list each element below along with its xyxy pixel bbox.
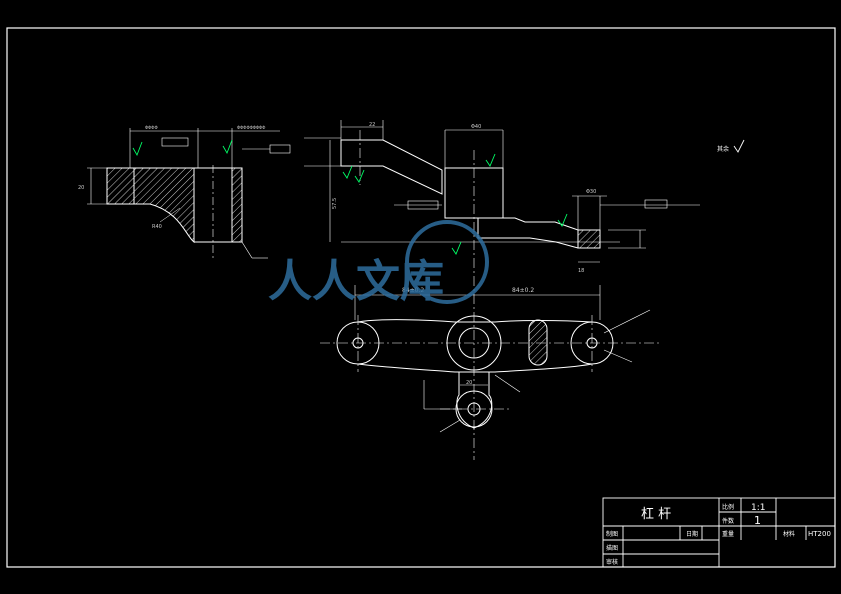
front-view — [304, 120, 700, 460]
weight-label: 重量 — [722, 530, 734, 538]
svg-text:ΦΦΦΦ: ΦΦΦΦ — [145, 125, 158, 130]
drawing-border — [6, 27, 836, 568]
material-value: HT200 — [808, 530, 831, 538]
watermark: 人人文库 — [268, 220, 489, 307]
dim-top-center: Φ40 — [471, 124, 481, 130]
qty-label: 件数 — [722, 517, 734, 525]
part-name: 杠 杆 — [641, 506, 671, 522]
dim-right-small: 18 — [578, 268, 584, 274]
scale-value: 1:1 — [751, 503, 765, 513]
front-roughness-symbols — [342, 153, 568, 255]
title-block-text: 杠 杆 比例 1:1 件数 1 重量 材料 HT200 制图 日期 描图 审核 — [606, 503, 831, 566]
left-roughness-symbols — [132, 139, 233, 157]
dim-right-diam: Φ30 — [586, 189, 596, 195]
roughness-rest-icon — [733, 139, 745, 153]
dim-base-height: 20 — [466, 380, 472, 386]
roughness-rest-note: 其余 — [717, 139, 745, 153]
review-label: 审核 — [606, 558, 618, 566]
roughness-rest-label: 其余 — [717, 145, 729, 153]
left-dim-labels: 20 R40 ΦΦΦΦ ΦΦΦΦΦΦΦΦΦ — [78, 125, 265, 230]
qty-value: 1 — [754, 514, 761, 527]
dim-vertical: 57.5 — [332, 198, 338, 209]
scale-label: 比例 — [722, 503, 734, 511]
front-dim-labels: Φ40 22 Φ30 18 84±0.2 84±0.2 57.5 20 — [332, 122, 596, 386]
date-label: 日期 — [686, 530, 698, 538]
watermark-text: 人人文库 — [268, 256, 444, 307]
title-block — [602, 497, 836, 568]
dim-span-right: 84±0.2 — [512, 287, 534, 294]
svg-text:20: 20 — [78, 185, 84, 191]
dim-top-left: 22 — [369, 122, 375, 128]
left-section-view — [87, 128, 291, 259]
svg-text:ΦΦΦΦΦΦΦΦΦ: ΦΦΦΦΦΦΦΦΦ — [237, 125, 265, 130]
material-label: 材料 — [783, 530, 795, 538]
design-label: 描图 — [606, 544, 618, 552]
svg-text:R40: R40 — [152, 224, 162, 230]
dim-span-left: 84±0.2 — [402, 287, 424, 294]
plan-view — [320, 309, 660, 433]
drawn-label: 制图 — [606, 530, 618, 538]
